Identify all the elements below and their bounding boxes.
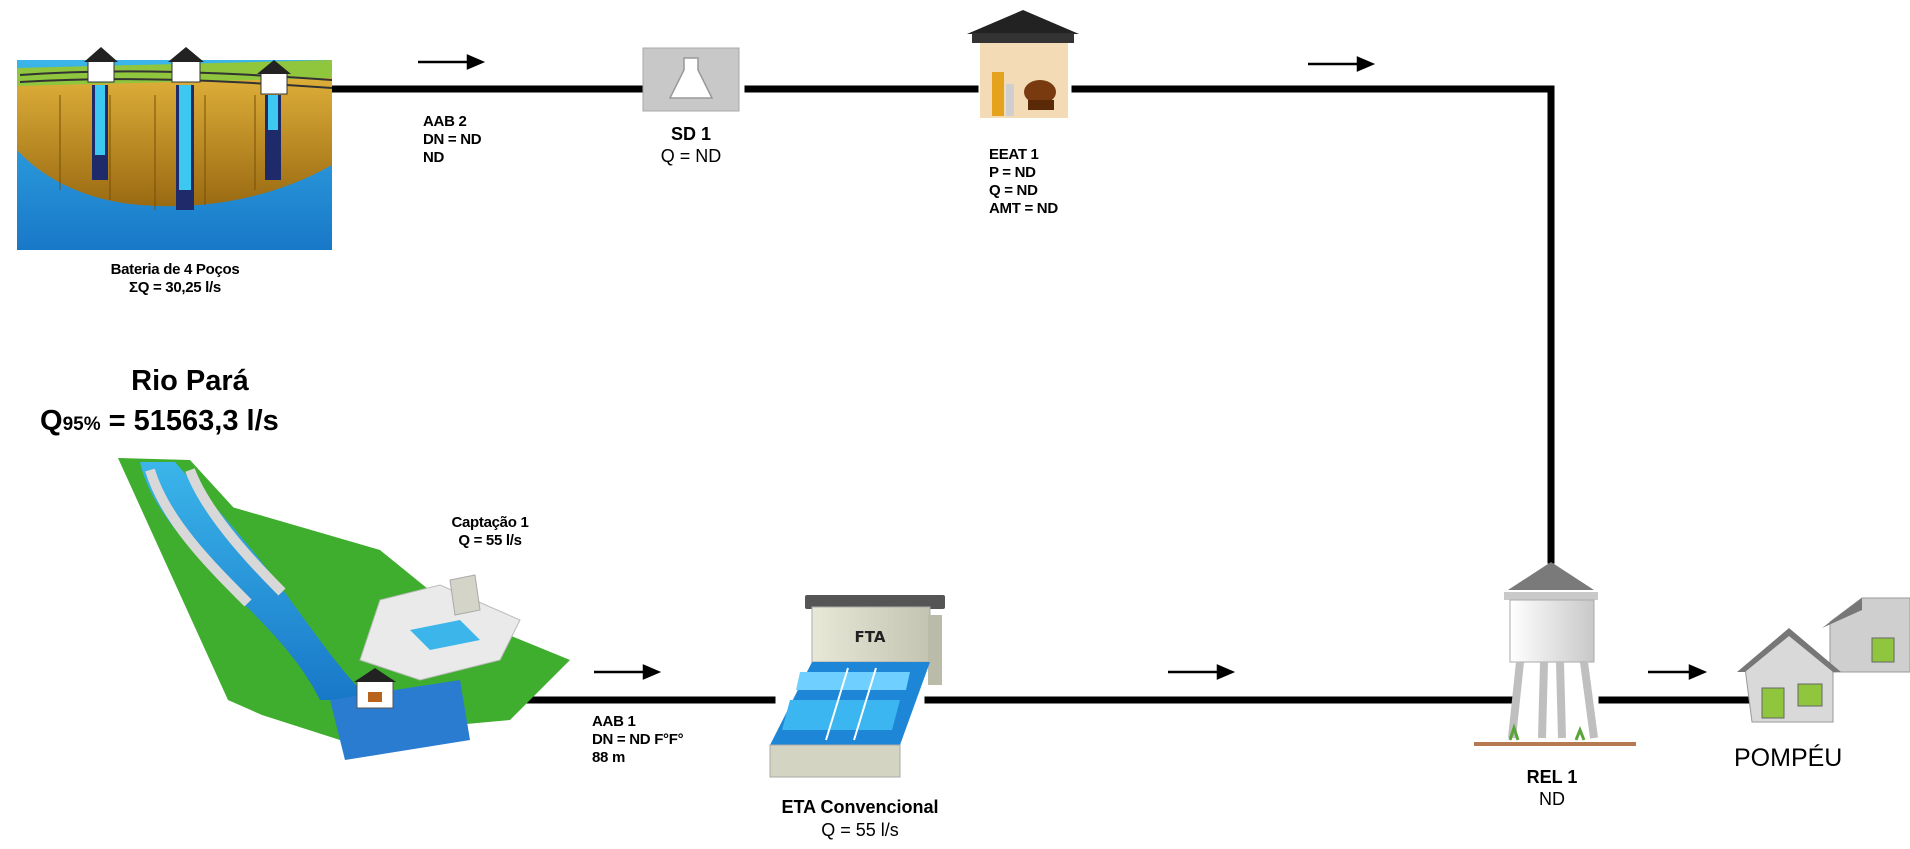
eeat1-flow: Q = ND — [989, 182, 1038, 199]
sd1-label: SD 1 Q = ND — [633, 123, 749, 167]
right-arrow-icon — [418, 54, 486, 70]
river-flow: Q95% = 51563,3 l/s — [40, 404, 340, 442]
eeat1-label: EEAT 1 P = ND Q = ND AMT = ND — [989, 146, 1058, 218]
eeat1-power: P = ND — [989, 164, 1036, 181]
captacao1-label: Captação 1 Q = 55 l/s — [420, 514, 560, 550]
right-arrow-icon — [1648, 664, 1708, 680]
rel1-name: REL 1 — [1526, 767, 1578, 787]
well-1 — [84, 47, 118, 180]
aab1-length: 88 m — [592, 749, 625, 766]
eta-label: ETA Convencional Q = 55 l/s — [730, 796, 990, 842]
wells-illustration — [17, 47, 333, 250]
well-3 — [257, 60, 291, 180]
captacao1-name: Captação 1 — [451, 514, 529, 531]
sd1-name: SD 1 — [670, 124, 712, 144]
aab1-name: AAB 1 — [592, 713, 636, 730]
river-name: Rio Pará — [131, 365, 249, 397]
captacao1-flow: Q = 55 l/s — [458, 532, 522, 549]
well-2 — [168, 47, 204, 210]
river-q-value: = 51563,3 l/s — [108, 405, 279, 437]
right-arrow-icon — [1168, 664, 1236, 680]
eta-name: ETA Convencional — [781, 797, 939, 817]
wells-flow: ΣQ = 30,25 l/s — [129, 279, 221, 296]
river-intake-illustration — [118, 458, 570, 760]
aab2-label: AAB 2 DN = ND ND — [423, 113, 482, 167]
pump-house-icon — [967, 10, 1079, 118]
rel1-volume: ND — [1539, 789, 1565, 809]
river-q-symbol: Q — [40, 405, 63, 437]
aab1-label: AAB 1 DN = ND F°F° 88 m — [592, 713, 684, 767]
river-label: Rio Pará Q95% = 51563,3 l/s — [40, 364, 340, 442]
eeat1-amt: AMT = ND — [989, 200, 1058, 217]
rel1-label: REL 1 ND — [1500, 766, 1604, 810]
flask-icon — [642, 47, 740, 112]
right-arrow-icon — [1308, 56, 1376, 72]
eta-illustration — [769, 595, 945, 778]
city-label: POMPÉU — [1734, 744, 1843, 772]
pipe-eeat1-to-rel1 — [1071, 85, 1555, 564]
eta-tag: FTA — [855, 628, 886, 646]
aab1-dn: DN = ND F°F° — [592, 731, 684, 748]
sd1-flow: Q = ND — [660, 146, 722, 166]
wells-label: Bateria de 4 Poços ΣQ = 30,25 l/s — [60, 261, 290, 297]
river-q-sub: 95% — [62, 414, 101, 435]
houses-icon — [1737, 597, 1910, 723]
aab2-length: ND — [423, 149, 445, 166]
eta-flow: Q = 55 l/s — [821, 820, 899, 840]
eeat1-name: EEAT 1 — [989, 146, 1039, 163]
aab2-dn: DN = ND — [423, 131, 482, 148]
wells-title: Bateria de 4 Poços — [110, 261, 240, 278]
aab2-name: AAB 2 — [423, 113, 467, 130]
water-tower-icon — [1474, 562, 1636, 746]
right-arrow-icon — [594, 664, 662, 680]
